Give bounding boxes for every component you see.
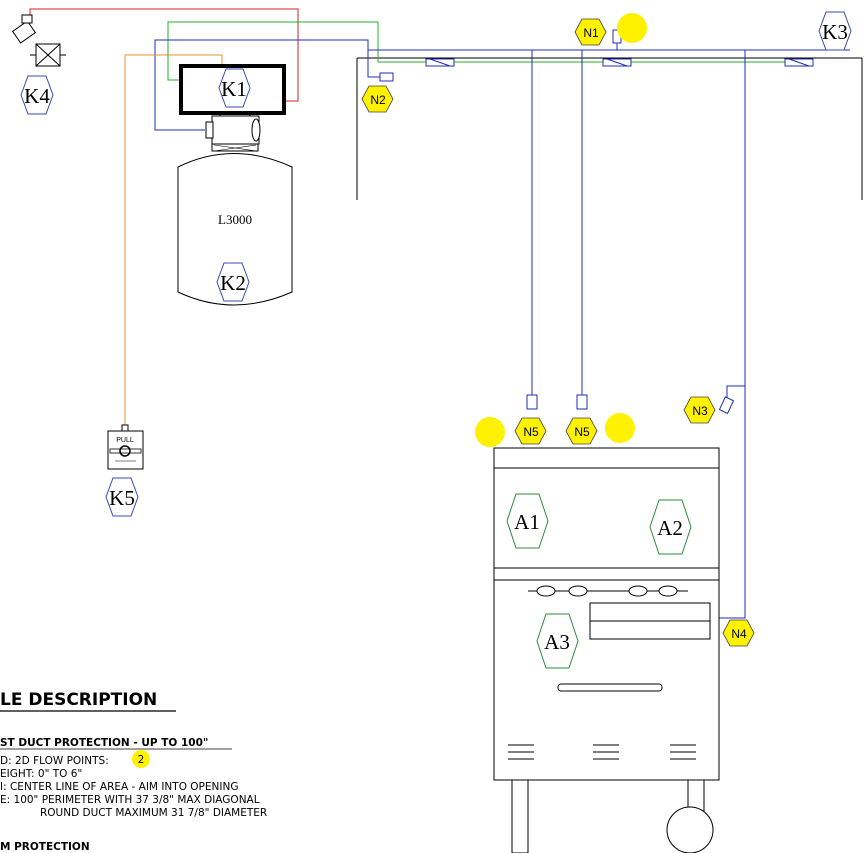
label-n5-right: N5 <box>574 425 590 439</box>
badge-n2[interactable]: N2 <box>361 85 394 113</box>
badge-n4[interactable]: N4 <box>722 619 755 647</box>
line-height: EIGHT: 0" TO 6" <box>0 768 82 780</box>
marker-dot-n1 <box>617 13 647 43</box>
oven-handle <box>557 683 663 692</box>
hex-a3[interactable]: A3 <box>536 613 579 669</box>
label-n3: N3 <box>692 404 708 418</box>
hex-a1[interactable]: A1 <box>506 493 549 549</box>
detection-wire-red <box>29 8 299 102</box>
label-k5: K5 <box>109 486 135 510</box>
vent-slots <box>508 744 696 760</box>
range-caster <box>666 779 714 853</box>
tank-model-label: L3000 <box>218 212 252 227</box>
burner-knobs <box>528 585 688 597</box>
badge-n5-right[interactable]: N5 <box>565 417 598 445</box>
nozzle-description: LE DESCRIPTION ST DUCT PROTECTION - UP T… <box>0 690 267 853</box>
manual-pull-cable <box>124 54 223 430</box>
manual-pull-station[interactable]: PULL <box>107 424 144 470</box>
nozzle-n5-right <box>576 394 588 410</box>
line-round-duct: ROUND DUCT MAXIMUM 31 7/8" DIAMETER <box>40 807 267 819</box>
nozzle-n5-left <box>526 394 538 410</box>
hood-outline <box>356 57 863 200</box>
component-hexagons: K1 K2 K3 K4 K5 <box>20 11 852 517</box>
label-a2: A2 <box>657 516 683 540</box>
line-aim: I: CENTER LINE OF AREA - AIM INTO OPENIN… <box>0 781 238 793</box>
nozzle-n2 <box>379 72 394 82</box>
description-heading: LE DESCRIPTION <box>0 690 157 710</box>
hex-k3[interactable]: K3 <box>818 11 852 51</box>
badge-n3[interactable]: N3 <box>683 396 716 424</box>
hood-nozzles <box>379 29 814 623</box>
tank-valve-actuator <box>205 108 261 145</box>
label-k2: K2 <box>220 271 246 295</box>
plenum-nozzle-2 <box>602 58 632 67</box>
marker-dot-left <box>475 417 505 447</box>
agent-tank: L3000 <box>177 142 293 306</box>
badge-n5-left[interactable]: N5 <box>514 417 547 445</box>
flow-points-value: 2 <box>138 754 145 766</box>
label-n4: N4 <box>731 627 747 641</box>
badge-n1[interactable]: N1 <box>574 18 607 46</box>
hex-k5[interactable]: K5 <box>105 477 139 517</box>
section1-title: ST DUCT PROTECTION - UP TO 100" <box>0 737 208 749</box>
range-leg <box>511 779 529 853</box>
hex-a2[interactable]: A2 <box>649 499 692 555</box>
label-a1: A1 <box>514 510 540 534</box>
pull-label: PULL <box>116 437 134 444</box>
label-k3: K3 <box>822 20 848 44</box>
label-n2: N2 <box>370 93 386 107</box>
nozzle-badges: N1 N2 N3 N4 N5 N5 <box>361 13 755 647</box>
hex-k2[interactable]: K2 <box>216 262 250 302</box>
label-n1: N1 <box>583 26 599 40</box>
line-flow-points: D: 2D FLOW POINTS: <box>0 755 109 767</box>
hex-k4[interactable]: K4 <box>20 75 54 115</box>
plenum-nozzle-3 <box>784 58 814 67</box>
label-k4: K4 <box>24 84 50 108</box>
nozzle-n3 <box>718 396 735 415</box>
distribution-pipe-blue <box>154 39 850 619</box>
plenum-nozzle-1 <box>425 58 455 67</box>
label-k1: K1 <box>221 77 247 101</box>
label-n5-left: N5 <box>523 425 539 439</box>
hex-k1[interactable]: K1 <box>218 68 251 108</box>
area-hexagons: A1 A2 A3 <box>506 493 692 669</box>
flow-points-badge <box>132 750 150 768</box>
section2-title: M PROTECTION <box>0 841 90 853</box>
marker-dot-right <box>605 413 635 443</box>
line-perimeter: E: 100" PERIMETER WITH 37 3/8" MAX DIAGO… <box>0 794 260 806</box>
label-a3: A3 <box>544 630 570 654</box>
k4-detection-device[interactable] <box>11 14 66 67</box>
